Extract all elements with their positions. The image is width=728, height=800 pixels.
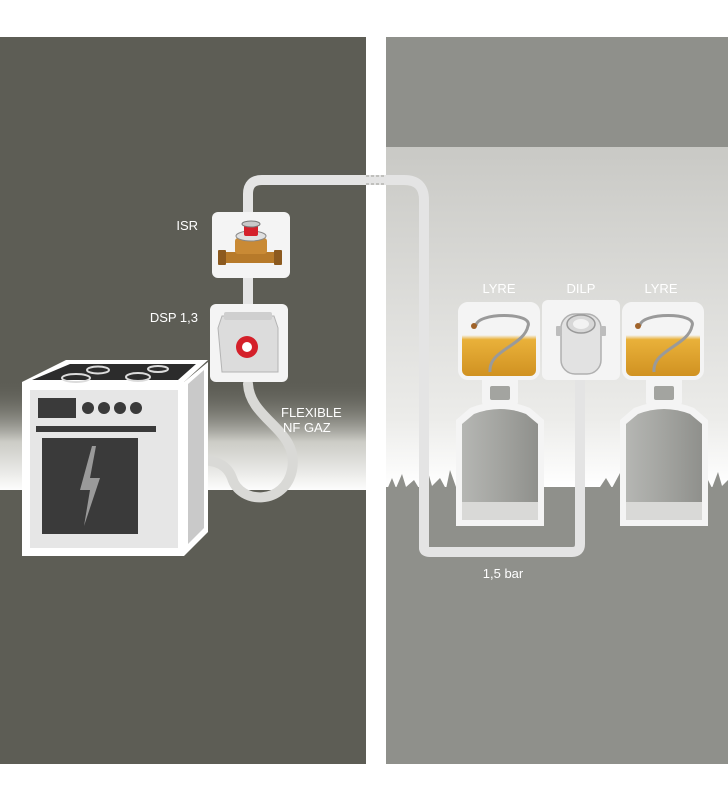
isr-tile <box>212 212 290 278</box>
gas-bottle-left <box>456 376 544 526</box>
dsp-tile <box>210 304 288 382</box>
lyre-left-tile <box>458 302 540 380</box>
label-nf-gaz: NF GAZ <box>283 420 331 435</box>
gas-bottle-icon <box>626 409 702 520</box>
label-lyre-right: LYRE <box>644 281 678 296</box>
label-flexible: FLEXIBLE <box>281 405 342 420</box>
label-isr: ISR <box>176 218 198 233</box>
return-pipe <box>419 367 585 557</box>
pressure-regulator-icon <box>217 312 279 373</box>
label-pressure: 1,5 bar <box>482 566 524 581</box>
label-dsp: DSP 1,3 <box>149 310 198 325</box>
flexible-nf-gaz-hose <box>191 379 298 503</box>
flexible-hose-icon <box>638 314 694 373</box>
dilp-tile <box>542 300 620 380</box>
wall-crossing <box>366 175 386 185</box>
inverter-regulator-icon <box>556 313 606 375</box>
gas-bottle-right <box>620 376 708 526</box>
gas-bottle-icon <box>462 409 538 520</box>
gas-stove-icon <box>22 360 208 556</box>
main-supply-pipe <box>243 175 429 553</box>
flexible-hose-icon <box>474 314 530 373</box>
label-dilp: DILP <box>566 281 596 296</box>
gas-meter-valve-icon <box>218 220 282 265</box>
lyre-right-tile <box>622 302 704 380</box>
label-lyre-left: LYRE <box>482 281 516 296</box>
